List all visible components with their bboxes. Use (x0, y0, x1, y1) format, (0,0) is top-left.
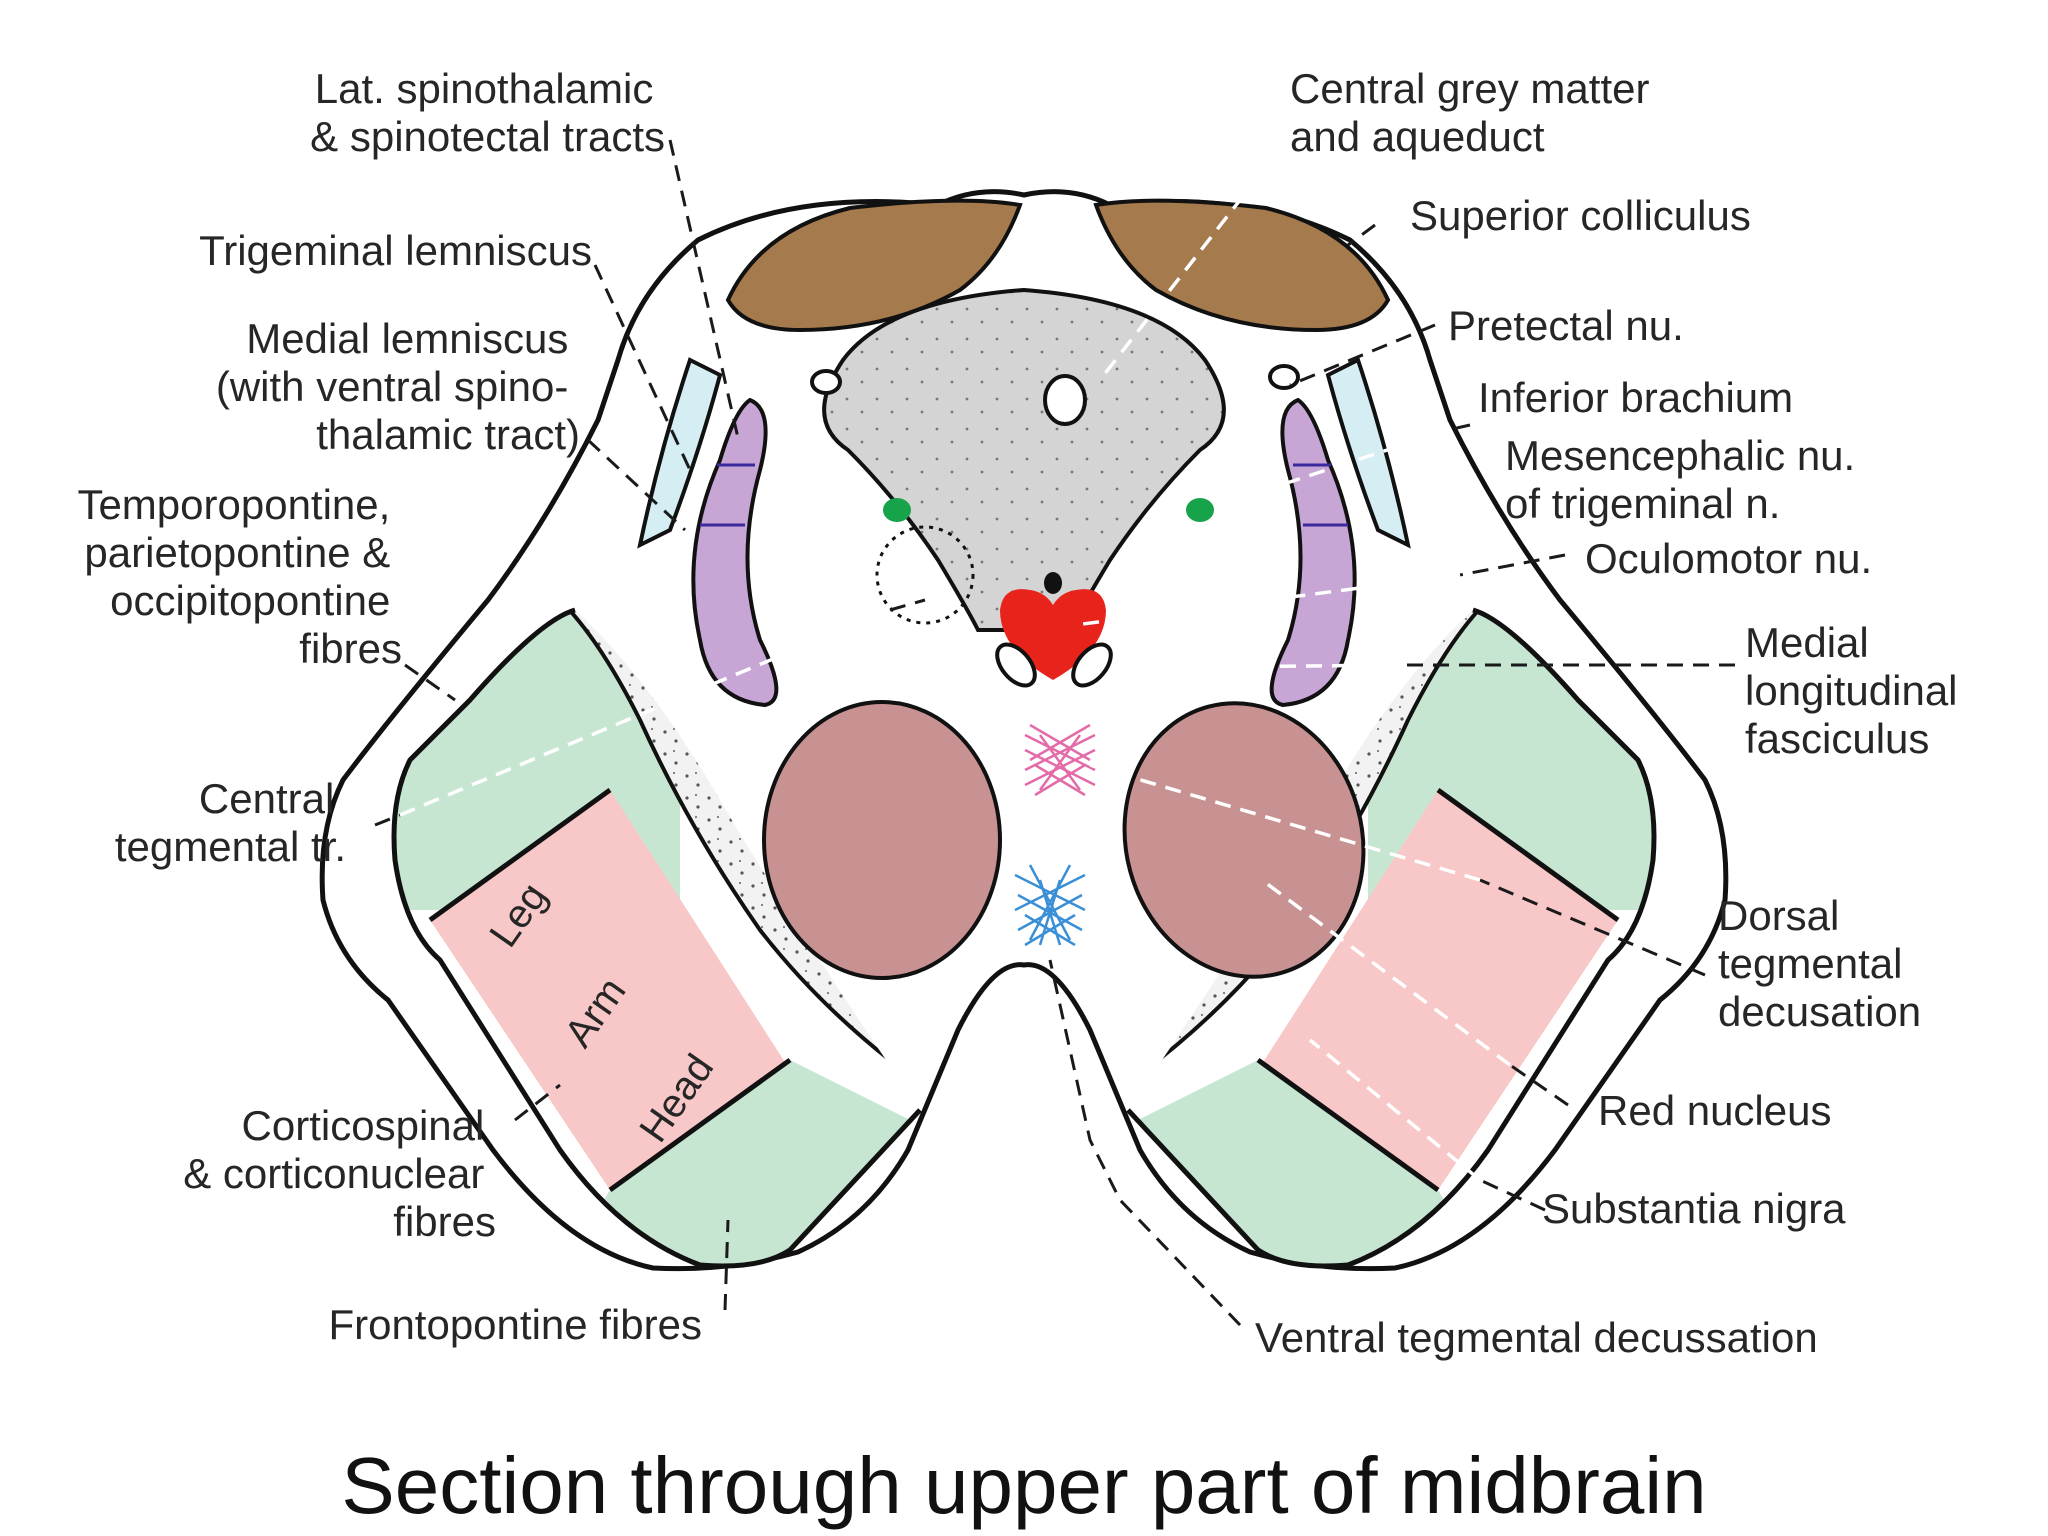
superior-colliculus-right (1093, 198, 1391, 333)
inferior-brachium-left (637, 357, 723, 549)
label-corticospinal: Corticospinal & corticonuclear fibres (183, 1102, 496, 1245)
inferior-brachium-right (1325, 357, 1411, 549)
mesencephalic-nucleus-left (883, 498, 911, 522)
figure-caption: Section through upper part of midbrain (341, 1441, 1707, 1530)
red-nucleus-right (1122, 701, 1366, 979)
mlf-right (1071, 642, 1113, 688)
label-red-nucleus: Red nucleus (1598, 1087, 1831, 1134)
label-oculomotor: Oculomotor nu. (1585, 535, 1872, 582)
label-mesencephalic: Mesencephalic nu. of trigeminal n. (1505, 432, 1867, 527)
label-inferior-brachium: Inferior brachium (1478, 374, 1793, 421)
label-trigeminal-lemniscus: Trigeminal lemniscus (199, 227, 592, 274)
label-superior-colliculus: Superior colliculus (1410, 192, 1751, 239)
medial-lemniscus-left (691, 397, 779, 708)
label-medial-lemniscus: Medial lemniscus (with ventral spino- th… (216, 315, 580, 458)
label-lat-spinothalamic: Lat. spinothalamic & spinotectal tracts (310, 65, 665, 160)
pretectal-nucleus-left (810, 369, 842, 395)
superior-colliculus-left (725, 198, 1023, 333)
label-frontopontine: Frontopontine fibres (328, 1301, 702, 1348)
label-ventral-tegmental: Ventral tegmental decussation (1255, 1314, 1818, 1361)
mesencephalic-nucleus-right (1186, 498, 1214, 522)
red-nucleus-left (762, 700, 1002, 980)
label-central-tegmental: Central tegmental tr. (115, 775, 346, 870)
corticospinal-region-right (1258, 790, 1618, 1205)
label-mlf: Medial longitudinal fasciculus (1745, 619, 1969, 762)
central-tegmental-tract (875, 525, 975, 625)
label-substantia-nigra: Substantia nigra (1542, 1185, 1846, 1232)
label-dorsal-tegmental: Dorsal tegmental decusation (1718, 892, 1921, 1035)
label-pretectal: Pretectal nu. (1448, 302, 1684, 349)
pretectal-nucleus-right (1268, 364, 1300, 390)
medial-lemniscus-right (1269, 397, 1357, 708)
label-central-grey: Central grey matter and aqueduct (1290, 65, 1661, 160)
corticospinal-region-left (430, 790, 790, 1205)
cerebral-aqueduct (1043, 374, 1087, 426)
label-temporopontine: Temporopontine, parietopontine & occipit… (77, 481, 402, 672)
ventral-tegmental-decussation (1014, 864, 1086, 947)
mlf-left (995, 642, 1037, 688)
dorsal-tegmental-decussation (1024, 723, 1096, 797)
